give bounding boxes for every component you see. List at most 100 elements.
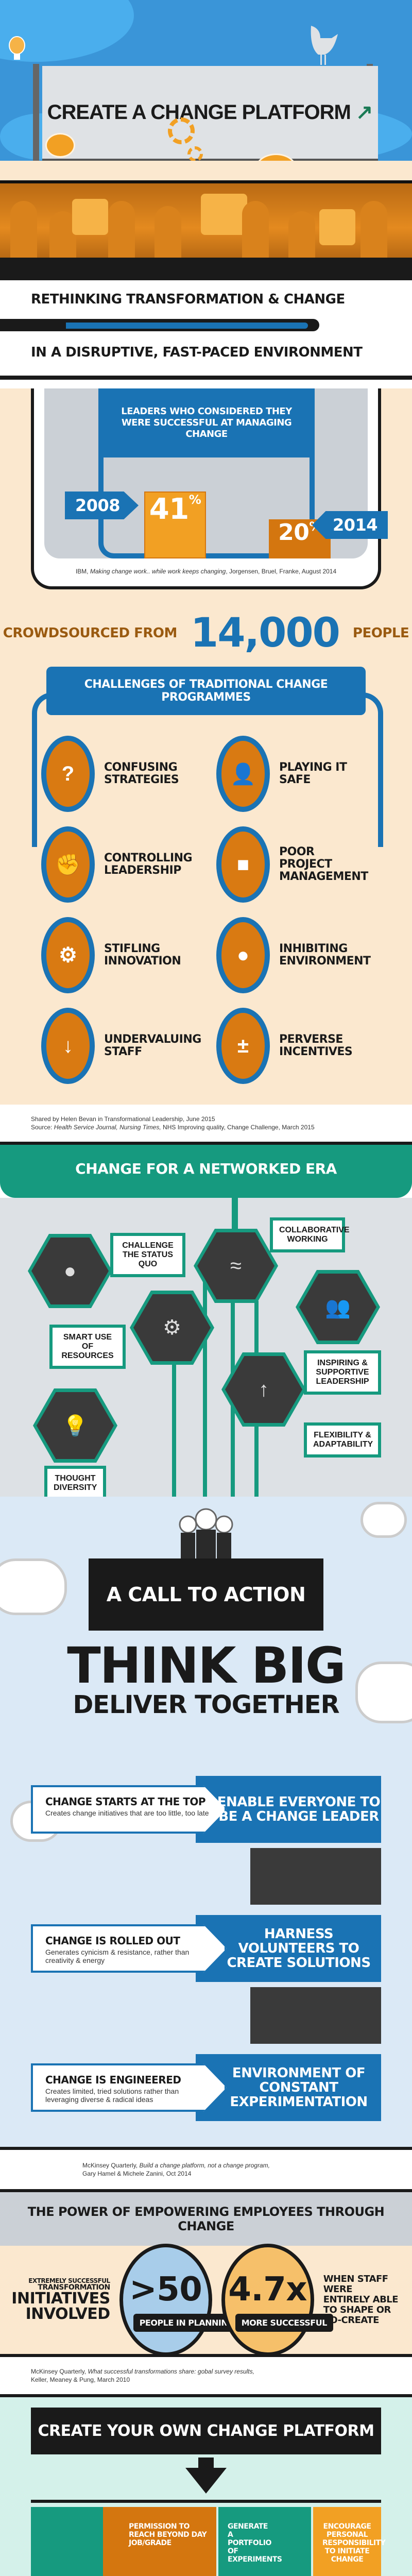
green-apple-among-grey-icon: ● bbox=[31, 1238, 109, 1304]
network-branch bbox=[203, 1280, 207, 1497]
down-arrow-icon bbox=[185, 2458, 227, 2494]
old-approach-desc: Creates limited, tried solutions rather … bbox=[45, 2087, 179, 2104]
ball-and-chain-icon: ● bbox=[216, 917, 270, 993]
network-diagram: ● CHALLENGE THE STATUS QUO ≈ COLLABORATI… bbox=[0, 1198, 412, 1501]
page-title: CREATE A CHANGE PLATFORM bbox=[47, 100, 351, 124]
hands-ideas-illustration bbox=[250, 1848, 381, 1905]
old-approach-title: CHANGE IS ROLLED OUT bbox=[45, 1935, 180, 1947]
call-to-action-section: A CALL TO ACTION THINK BIG DELIVER TOGET… bbox=[0, 1497, 412, 2147]
leader-group-icon: 👥 bbox=[299, 1274, 376, 1341]
bird-icon bbox=[311, 26, 338, 65]
stat-title: LEADERS WHO CONSIDERED THEY WERE SUCCESS… bbox=[104, 388, 310, 457]
lab-flasks-illustration bbox=[250, 1987, 381, 2044]
crowdsourced-number: 14,000 bbox=[190, 610, 340, 656]
challenge-item: ? CONFUSING STRATEGIES bbox=[41, 736, 196, 812]
bar-value: 41 bbox=[149, 493, 189, 526]
challenges-title: CHALLENGES OF TRADITIONAL CHANGE PROGRAM… bbox=[46, 667, 366, 715]
pressed-staff-icon: ↓ bbox=[41, 1008, 95, 1084]
speech-bubble-icon bbox=[45, 133, 75, 158]
branching-arrows-icon: ↑ bbox=[225, 1356, 302, 1423]
network-label: THOUGHT DIVERSITY bbox=[44, 1466, 106, 1501]
cloud-icon bbox=[360, 1502, 407, 1538]
bar-value: 20 bbox=[278, 519, 310, 546]
old-approach-title: CHANGE STARTS AT THE TOP bbox=[45, 1795, 206, 1808]
puzzle-piece-icon bbox=[319, 209, 355, 245]
call-to-action-banner: A CALL TO ACTION bbox=[89, 1558, 323, 1631]
question-marks-icon: ? bbox=[41, 736, 95, 812]
network-branch bbox=[172, 1352, 176, 1497]
source-citation: McKinsey Quarterly, What successful tran… bbox=[0, 2354, 412, 2397]
stat-circle-success: 4.7x MORE SUCCESSFUL bbox=[221, 2244, 333, 2356]
power-right-label: WHEN STAFF WERE ENTIRELY ABLE TO SHAPE O… bbox=[323, 2274, 399, 2326]
gears-brain-icon: ⚙ bbox=[133, 1294, 211, 1361]
network-title: CHANGE FOR A NETWORKED ERA bbox=[0, 1145, 412, 1198]
power-left-label: EXTREMELY SUCCESSFUL TRANSFORMATION INIT… bbox=[11, 2277, 110, 2323]
various-bulbs-icon: 💡 bbox=[37, 1392, 114, 1459]
new-approach: HARNESS VOLUNTEERS TO CREATE SOLUTIONS bbox=[196, 1915, 381, 1982]
stat-circle-people: >50 PEOPLE IN PLANNING bbox=[119, 2244, 241, 2356]
bar-2008: 41% bbox=[144, 492, 206, 558]
gear-icon bbox=[187, 146, 203, 162]
network-branch bbox=[232, 1198, 238, 1234]
person-figure bbox=[242, 201, 269, 258]
stat-panel: LEADERS WHO CONSIDERED THEY WERE SUCCESS… bbox=[31, 388, 388, 589]
person-figure bbox=[10, 201, 37, 258]
power-stats: EXTREMELY SUCCESSFUL TRANSFORMATION INIT… bbox=[0, 2244, 412, 2356]
box-icon: ■ bbox=[216, 826, 270, 903]
challenge-label: STIFLING INNOVATION bbox=[104, 942, 181, 968]
old-approach: CHANGE STARTS AT THE TOP Creates change … bbox=[31, 1785, 227, 1834]
hex-node: 💡 bbox=[33, 1388, 117, 1463]
challenge-item: ✊CONTROLLING LEADERSHIP bbox=[41, 826, 196, 903]
source-citation: Shared by Helen Bevan in Transformationa… bbox=[0, 1105, 412, 1145]
fist-leader-icon: ✊ bbox=[41, 826, 95, 903]
illustration-spacer bbox=[0, 1719, 412, 1766]
hex-node: ⚙ bbox=[130, 1291, 214, 1365]
challenge-item: ■POOR PROJECT MANAGEMENT bbox=[216, 826, 371, 903]
illustration-row bbox=[0, 1987, 412, 2044]
title-sign: CREATE A CHANGE PLATFORM ↗ bbox=[42, 66, 378, 162]
cloud-icon bbox=[355, 1662, 412, 1723]
network-label: SMART USE OF RESOURCES bbox=[49, 1325, 126, 1369]
platform-section: CREATE YOUR OWN CHANGE PLATFORM ENCOURAG… bbox=[0, 2397, 412, 2576]
foot-crushing-gear-icon: ⚙ bbox=[41, 917, 95, 993]
challenges-list: ?CONFUSING STRATEGIES 👤PLAYING IT SAFE ✊… bbox=[41, 736, 371, 1084]
year-label: 2014 bbox=[312, 511, 388, 539]
challenge-item: ⚙ STIFLING INNOVATION bbox=[41, 917, 196, 993]
challenge-item: ±PERVERSE INCENTIVES bbox=[216, 1008, 371, 1084]
puzzle-piece: GENERATE A PORTFOLIO OF EXPERIMENTS bbox=[218, 2507, 311, 2576]
person-figure bbox=[49, 211, 76, 258]
network-label: FLEXIBILITY & ADAPTABILITY bbox=[304, 1422, 381, 1458]
seatbelt-person-icon: 👤 bbox=[216, 736, 270, 812]
old-approach: CHANGE IS ROLLED OUT Generates cynicism … bbox=[31, 1924, 227, 1973]
stat-label: PEOPLE IN PLANNING bbox=[133, 2314, 241, 2332]
trend-arrow-icon: ↗ bbox=[355, 101, 373, 124]
headline: THINK BIG bbox=[67, 1637, 346, 1694]
person-figure bbox=[154, 206, 181, 258]
year-label: 2008 bbox=[65, 492, 139, 519]
comparison-row: ENABLE EVERYONE TO BE A CHANGE LEADER CH… bbox=[0, 1776, 412, 1848]
puzzle-piece-icon bbox=[201, 194, 247, 235]
leaders-icon bbox=[179, 1508, 233, 1558]
old-approach-desc: Creates change initiatives that are too … bbox=[45, 1809, 209, 1817]
lightbulb-icon bbox=[9, 36, 25, 60]
gear-icon bbox=[168, 117, 195, 144]
comparison-row: HARNESS VOLUNTEERS TO CREATE SOLUTIONS C… bbox=[0, 1915, 412, 1987]
platform-title: CREATE YOUR OWN CHANGE PLATFORM bbox=[31, 2408, 381, 2454]
stat-label: MORE SUCCESSFUL bbox=[235, 2314, 333, 2332]
challenge-label: CONFUSING STRATEGIES bbox=[104, 761, 179, 786]
network-label: INSPIRING & SUPPORTIVE LEADERSHIP bbox=[304, 1350, 381, 1395]
subheadline: DELIVER TOGETHER bbox=[73, 1690, 339, 1719]
stat-chart: LEADERS WHO CONSIDERED THEY WERE SUCCESS… bbox=[44, 388, 368, 558]
stat-value: >50 bbox=[129, 2270, 202, 2309]
person-figure bbox=[108, 201, 135, 258]
illustration-row bbox=[0, 1848, 412, 1905]
challenge-label: PERVERSE INCENTIVES bbox=[279, 1033, 353, 1058]
section-subheading: IN A DISRUPTIVE, FAST-PACED ENVIRONMENT bbox=[31, 345, 363, 360]
old-approach-desc: Generates cynicism & resistance, rather … bbox=[45, 1948, 190, 1964]
network-label: COLLABORATIVE WORKING bbox=[270, 1217, 350, 1252]
cloud-icon bbox=[0, 1558, 67, 1615]
person-figure bbox=[360, 201, 387, 258]
puzzle-piece: ENCOURAGE PERSONAL RESPONSIBILITY TO INI… bbox=[313, 2507, 386, 2576]
crowdsourced-prefix: CROWDSOURCED FROM bbox=[3, 625, 178, 641]
person-figure bbox=[288, 211, 315, 258]
